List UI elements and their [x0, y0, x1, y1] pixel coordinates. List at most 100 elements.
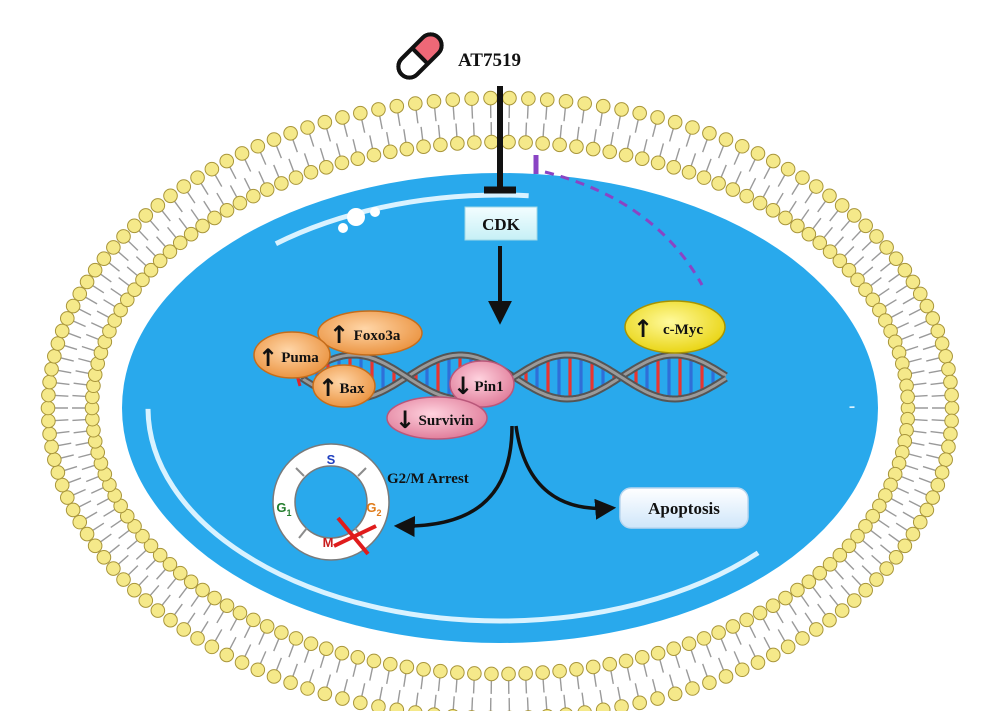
lipid-head	[150, 603, 166, 618]
lipid-head	[718, 669, 734, 684]
lipid-head	[127, 282, 142, 298]
lipid-head	[96, 251, 112, 266]
lipid-head	[389, 98, 405, 114]
lipid-head	[834, 198, 850, 213]
bubble	[370, 207, 380, 217]
lipid-head	[219, 153, 235, 169]
lipid-head	[872, 498, 887, 514]
lipid-head	[318, 160, 334, 175]
lipid-head	[42, 426, 57, 442]
cell-interior	[122, 173, 878, 643]
protein-bax: ↑ Bax	[312, 364, 376, 408]
lipid-head	[234, 655, 250, 670]
lipid-head	[778, 590, 793, 606]
lipid-head	[919, 502, 935, 518]
lipid-tail	[526, 697, 529, 711]
lipid-head	[317, 686, 333, 702]
arrest-label: G2/M Arrest	[387, 471, 469, 487]
lipid-head	[176, 179, 192, 194]
lipid-head	[685, 681, 700, 696]
lipid-head	[335, 691, 350, 706]
lipid-head	[888, 251, 904, 266]
cycle-g1-letter: G	[276, 500, 286, 515]
lipid-head	[484, 134, 499, 150]
lipid-head	[195, 218, 210, 234]
lipid-head	[930, 477, 946, 493]
lipid-head	[925, 490, 941, 505]
lipid-head	[502, 90, 517, 106]
lipid-head	[50, 336, 66, 351]
lipid-head	[897, 538, 913, 554]
lipid-head	[190, 170, 205, 185]
lipid-head	[711, 625, 726, 640]
lipid-head	[259, 619, 275, 634]
lipid-head	[303, 636, 319, 652]
lipid-head	[595, 98, 611, 114]
lipid-head	[162, 557, 178, 572]
lipid-head	[283, 675, 298, 691]
lipid-head	[335, 110, 350, 125]
lipid-head	[535, 136, 550, 151]
cmyc-feedback-line	[544, 170, 704, 286]
lipid-head	[577, 96, 592, 111]
lipid-head	[685, 120, 700, 135]
lipid-head	[822, 188, 837, 204]
lipid-head	[234, 146, 250, 161]
lipid-head	[467, 666, 482, 681]
lipid-head	[172, 235, 188, 251]
lipid-head	[399, 141, 415, 157]
lipid-head	[765, 153, 781, 169]
lipid-head	[812, 565, 828, 581]
lipid-head	[143, 538, 159, 554]
lipid-tail	[545, 696, 548, 711]
lipid-head	[266, 132, 282, 147]
lipid-head	[416, 139, 431, 155]
lipid-head	[399, 659, 415, 675]
lipid-head	[595, 702, 611, 711]
lipid-head	[725, 619, 741, 634]
survivin-label: Survivin	[418, 413, 474, 429]
protein-foxo3a: ↑ Foxo3a	[317, 310, 423, 356]
lipid-head	[41, 413, 56, 429]
lipid-head	[172, 565, 188, 581]
lipid-head	[750, 146, 766, 161]
apoptosis-box	[619, 487, 749, 529]
lipid-head	[150, 198, 166, 213]
lipid-head	[577, 705, 592, 711]
lipid-head	[518, 135, 533, 150]
lipid-head	[858, 518, 873, 534]
lipid-head	[734, 138, 750, 154]
lipid-head	[59, 311, 75, 326]
lipid-head	[116, 229, 131, 244]
cell-cycle-diagram: S G1 G2 M	[272, 443, 390, 561]
lipid-head	[195, 582, 210, 598]
lipid-head	[288, 170, 304, 185]
lipid-head	[865, 292, 881, 308]
lipid-head	[190, 631, 205, 646]
lipid-head	[850, 528, 865, 544]
lipid-tail	[563, 694, 567, 711]
lipid-head	[219, 203, 235, 218]
lipid-head	[521, 91, 536, 106]
lipid-head	[450, 136, 465, 151]
cycle-g1-subscript: 1	[287, 508, 292, 518]
lipid-head	[204, 161, 220, 177]
lipid-head	[765, 598, 781, 613]
lipid-head	[846, 208, 862, 223]
lipid-head	[259, 182, 275, 197]
lipid-head	[834, 603, 850, 618]
lipid-head	[618, 653, 634, 669]
lipid-head	[44, 361, 59, 377]
lipid-head	[934, 336, 950, 351]
survivin-arrow: ↓	[395, 406, 415, 434]
lipid-head	[832, 547, 848, 563]
lipid-head	[632, 695, 647, 711]
lipid-head	[801, 226, 817, 242]
apoptosis-label: Apoptosis	[648, 499, 720, 518]
lipid-head	[219, 598, 235, 613]
lipid-head	[47, 452, 62, 467]
lipid-head	[938, 452, 953, 467]
lipid-head	[250, 138, 266, 154]
lipid-head	[634, 151, 650, 166]
